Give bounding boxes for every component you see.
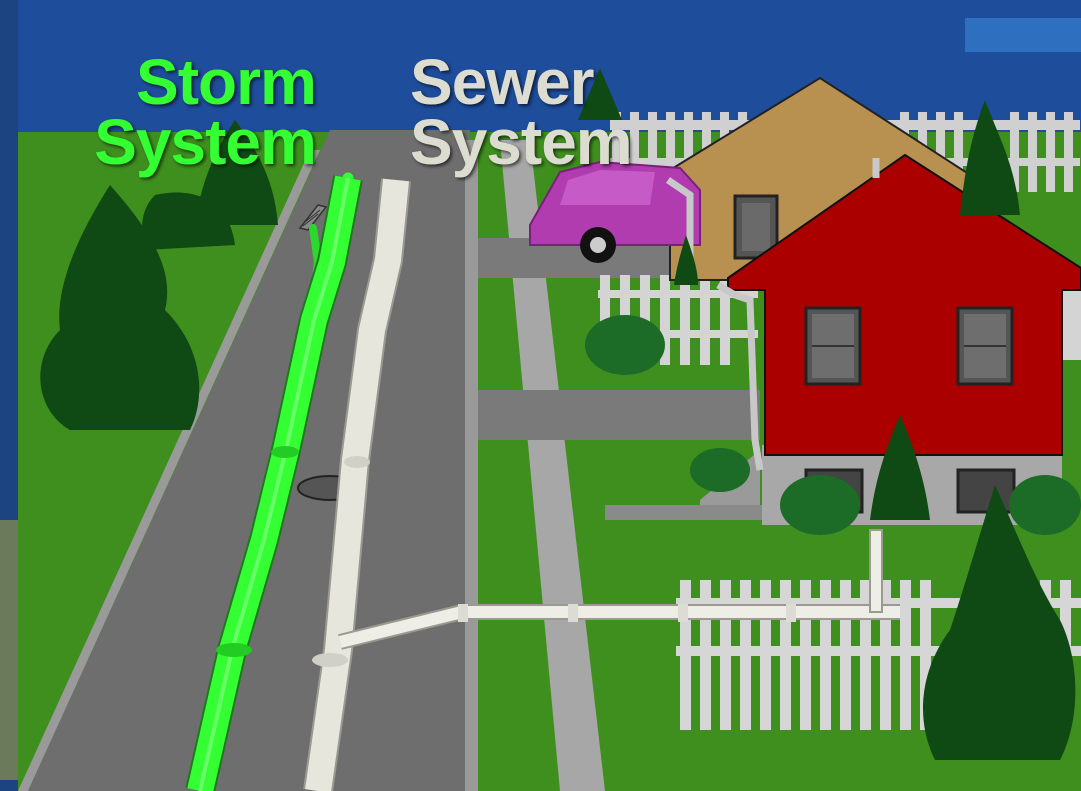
sidewalk <box>500 140 605 791</box>
left-curb <box>18 150 320 791</box>
backdrop-photo-edge <box>0 520 18 780</box>
storm-system-pipe <box>185 172 363 791</box>
right-curb <box>465 140 478 791</box>
storm-label-line1: Storm <box>136 46 317 118</box>
driveway-red-house <box>478 390 760 440</box>
shrubs <box>585 315 1081 535</box>
sky-highlight <box>965 18 1081 52</box>
sewer-label-line1: Sewer <box>410 46 595 118</box>
walkway <box>605 505 800 520</box>
sewer-system-pipe <box>303 178 900 791</box>
downspout <box>666 158 880 471</box>
storm-system-label: Storm System <box>86 46 317 178</box>
sewer-label-line2: System <box>410 106 633 178</box>
tree <box>40 68 1076 760</box>
sewer-system-label: Sewer System <box>410 46 633 178</box>
storm-drain-grate <box>298 204 328 231</box>
car <box>529 160 701 263</box>
road <box>28 130 470 791</box>
storm-label-line2: System <box>94 106 317 178</box>
